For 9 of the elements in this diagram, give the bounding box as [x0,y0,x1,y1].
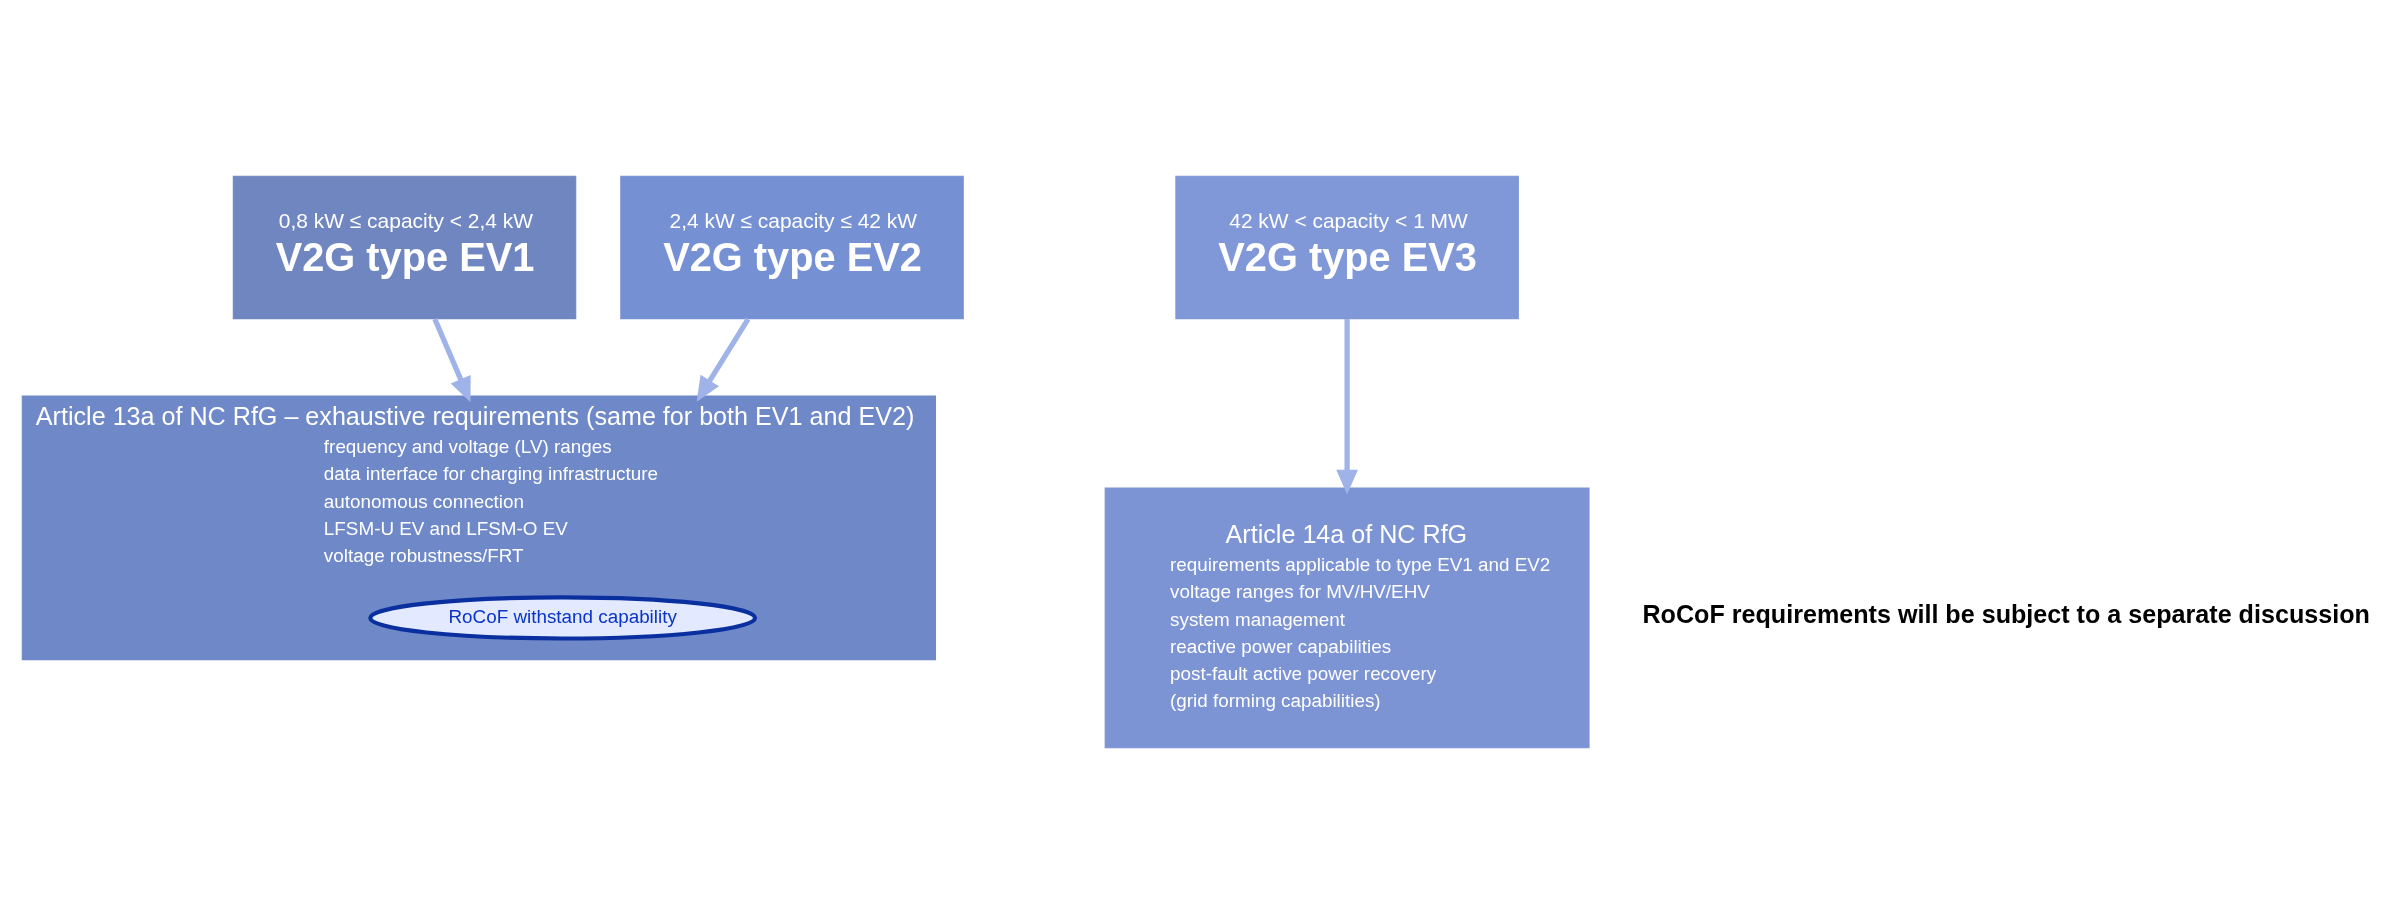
node-box: Article 14a of NC RfG requirements applicable to type EV1 and EV2 voltage ranges for MV/HV/EHV system management reactive power capabilities post-fault active power recovery (grid forming capabilities) [1104,487,1590,749]
node-box: 0,8 kW ≤ capacity < 2,4 kW V2G type EV1 [232,175,577,320]
node-box: 2,4 kW ≤ capacity ≤ 42 kW V2G type EV2 [620,175,964,320]
arrow [432,318,471,403]
node-box: 42 kW < capacity < 1 MW V2G type EV3 [1175,175,1519,320]
node-ellipse: RoCoF withstand capability [368,595,758,641]
arrow [696,317,751,402]
arrow [1336,319,1358,495]
label: RoCoF requirements will be subject to a separate discussion [1642,600,2370,629]
